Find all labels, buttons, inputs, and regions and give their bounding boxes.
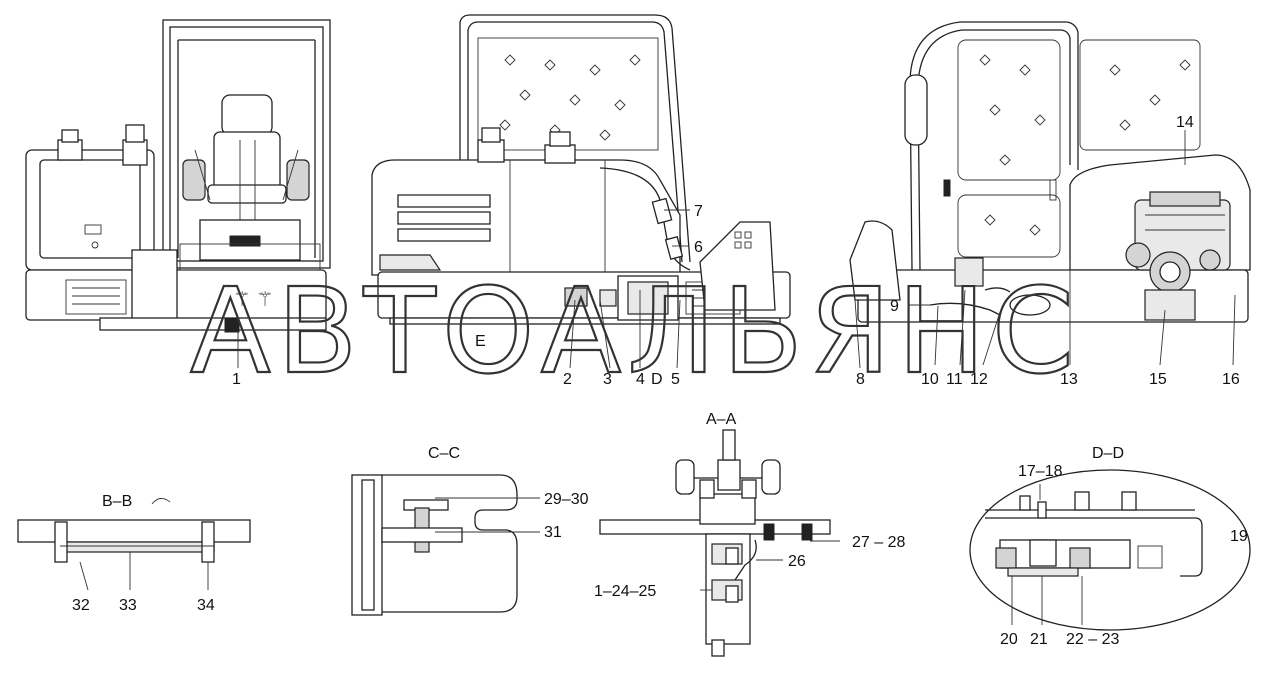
section-dd	[969, 469, 1251, 631]
callout-27-28: 27 – 28	[852, 534, 905, 551]
section-title-dd: D–D	[1092, 445, 1124, 462]
callout-16: 16	[1222, 371, 1240, 388]
callout-13: 13	[1060, 371, 1078, 388]
callout-32: 32	[72, 597, 90, 614]
svg-text:⚚: ⚚	[233, 287, 251, 311]
callout-14: 14	[1176, 114, 1194, 131]
callout-15: 15	[1149, 371, 1167, 388]
callout-6: 6	[694, 239, 703, 256]
side-view-right	[849, 21, 1251, 323]
side-view-left	[371, 14, 791, 325]
callout-34: 34	[197, 597, 215, 614]
section-marker-d: D	[651, 371, 663, 388]
callout-33: 33	[119, 597, 137, 614]
rear-view-excavator: ⚚ ⚚	[25, 19, 331, 333]
leader-lines	[237, 130, 1236, 369]
section-cc	[351, 474, 540, 616]
callout-1: 1	[232, 371, 241, 388]
callout-29-30: 29–30	[544, 491, 589, 508]
section-bb	[17, 498, 251, 591]
callout-31: 31	[544, 524, 562, 541]
callout-3: 3	[603, 371, 612, 388]
callout-11: 11	[946, 371, 963, 388]
callout-7: 7	[694, 203, 703, 220]
callout-10: 10	[921, 371, 939, 388]
section-title-cc: C–C	[428, 445, 460, 462]
callout-12: 12	[970, 371, 988, 388]
watermark-text: АВТОАЛЬЯНС	[190, 262, 1080, 400]
callout-8: 8	[856, 371, 865, 388]
callout-5: 5	[671, 371, 680, 388]
callout-17-18: 17–18	[1018, 463, 1063, 480]
section-aa	[599, 429, 840, 657]
callout-9: 9	[890, 298, 899, 315]
engine-block	[1125, 191, 1231, 321]
callout-26: 26	[788, 553, 806, 570]
section-title-aa: A–A	[706, 411, 737, 428]
svg-text:⚚: ⚚	[256, 287, 274, 311]
callout-2: 2	[563, 371, 572, 388]
callout-4: 4	[636, 371, 645, 388]
section-marker-e: E	[475, 333, 486, 350]
callout-21: 21	[1030, 631, 1048, 648]
callout-19: 19	[1230, 528, 1248, 545]
callout-1-24-25: 1–24–25	[594, 583, 656, 600]
callout-20: 20	[1000, 631, 1018, 648]
callout-22-23: 22 – 23	[1066, 631, 1119, 648]
section-title-bb: B–B	[102, 493, 132, 510]
